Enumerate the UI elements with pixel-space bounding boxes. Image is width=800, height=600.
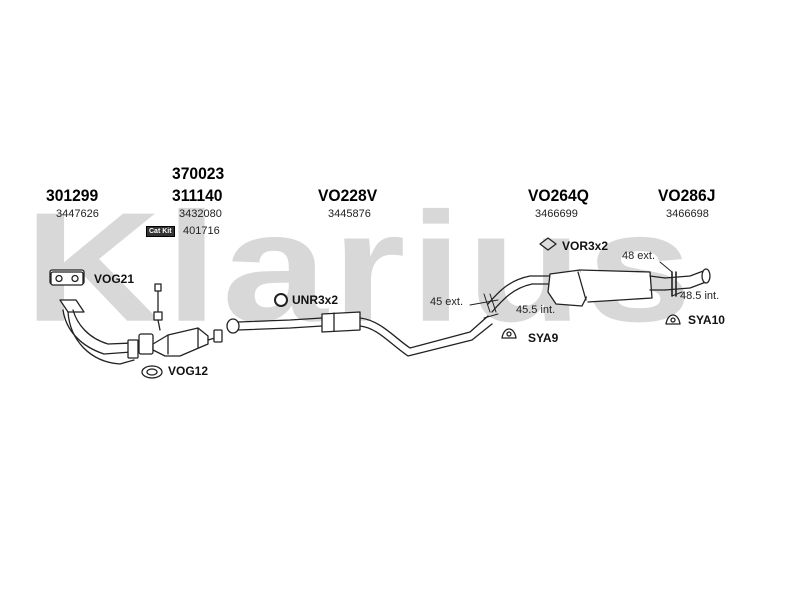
- vog12-gasket-drawing: [141, 365, 163, 379]
- part-number-vo264q: VO264Q: [528, 186, 589, 205]
- oe-number-vo264q: 3466699: [535, 208, 578, 220]
- part-number-370023: 370023: [172, 164, 225, 183]
- sya9-mount-drawing: [501, 328, 517, 339]
- dimension-45-ext: 45 ext.: [430, 296, 464, 308]
- fitting-label-vog12: VOG12: [168, 364, 209, 378]
- dimension-48-5-int: 48.5 int.: [680, 290, 720, 302]
- oe-number-311140: 3432080: [179, 208, 222, 220]
- lambda-sensor-drawing: [153, 283, 163, 331]
- intermediate-pipe-vo228v: [226, 311, 493, 357]
- vor-rubber-drawing: [539, 237, 557, 251]
- fitting-label-sya10: SYA10: [688, 313, 725, 327]
- oe-number-301299: 3447626: [56, 208, 99, 220]
- oe-number-vo286j: 3466698: [666, 208, 709, 220]
- fitting-label-vor: VOR3x2: [562, 239, 609, 253]
- catalytic-converter-311140: [138, 327, 223, 357]
- fitting-label-sya9: SYA9: [528, 331, 559, 345]
- part-number-vo228v: VO228V: [318, 186, 378, 205]
- rear-box-vo264q: [487, 269, 666, 313]
- part-number-vo286j: VO286J: [658, 186, 716, 205]
- dimension-marks: [469, 261, 683, 319]
- dimension-45-5-int: 45.5 int.: [516, 304, 556, 316]
- oe-number-vo228v: 3445876: [328, 208, 371, 220]
- part-number-301299: 301299: [46, 186, 99, 205]
- dimension-48-ext: 48 ext.: [622, 250, 656, 262]
- brand-watermark: Klarius: [24, 206, 697, 329]
- fitting-label-vog21: VOG21: [94, 272, 135, 286]
- sya10-mount-drawing: [665, 314, 681, 325]
- cat-kit-badge: Cat Kit: [146, 226, 175, 237]
- part-number-311140: 311140: [172, 186, 223, 205]
- cat-kit-number: 401716: [183, 225, 220, 237]
- vog21-gasket-drawing: [50, 271, 84, 286]
- fitting-label-unr: UNR3x2: [292, 293, 339, 307]
- tail-pipe-vo286j: [664, 268, 711, 297]
- unr-clamp-drawing: [274, 293, 288, 307]
